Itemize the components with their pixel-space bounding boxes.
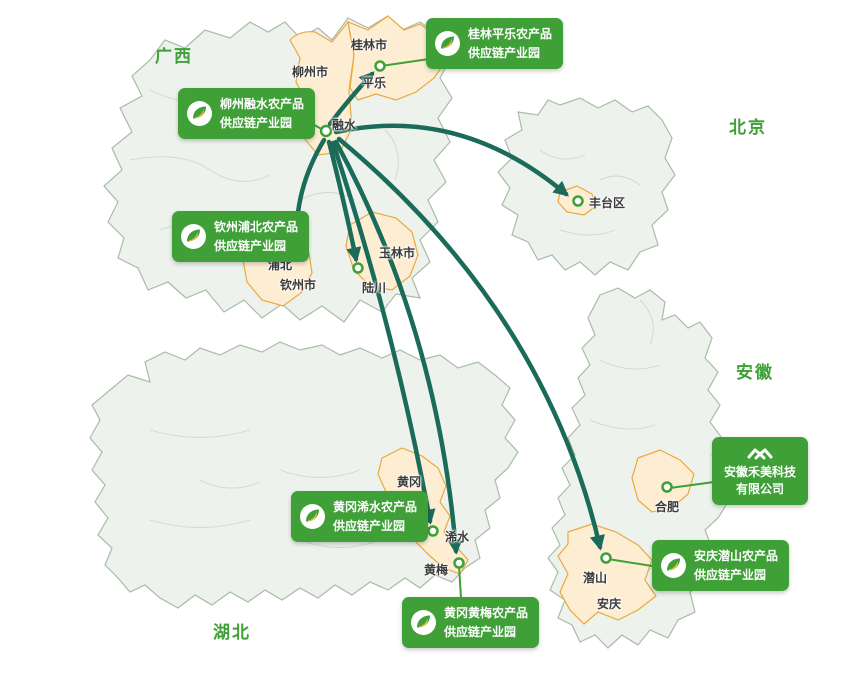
city-label-xishui: 浠水	[445, 530, 470, 544]
city-label-anqing: 安庆	[597, 597, 622, 611]
badge-line1: 柳州融水农产品	[220, 97, 305, 111]
city-label-pingle: 平乐	[362, 76, 387, 90]
route-arrow-rongshui-to-fengtai	[333, 123, 569, 197]
badge-line1: 安庆潜山农产品	[694, 549, 779, 563]
badge-line2: 供应链产业园	[444, 624, 517, 639]
city-label-guilin: 桂林市	[351, 38, 388, 52]
marker-qianshan	[600, 552, 612, 564]
city-label-hefei: 合肥	[655, 500, 680, 514]
region-hefei-highlight	[631, 449, 695, 513]
city-label-qianshan: 潜山	[583, 571, 608, 585]
beijing-district-lines	[539, 149, 641, 236]
badge-line2: 供应链产业园	[333, 518, 406, 533]
province-label-beijing: 北京	[729, 118, 767, 138]
badge-liuzhou-rongshui-park: 柳州融水农产品 供应链产业园	[178, 88, 316, 140]
badge-qinzhou-pubei-park: 钦州浦北农产品 供应链产业园	[172, 211, 310, 263]
badge-line1: 钦州浦北农产品	[214, 220, 299, 234]
marker-rongshui	[319, 124, 333, 138]
connector-huangmei	[458, 565, 462, 599]
city-label-qinzhou: 钦州市	[280, 278, 317, 292]
leaf-logo-icon	[187, 101, 212, 127]
badge-line2: 有限公司	[736, 481, 785, 496]
route-arrows	[288, 71, 605, 555]
marker-xishui	[427, 525, 439, 537]
badge-anhui-hemei-company: 安徽禾美科技 有限公司	[712, 437, 809, 505]
city-label-yulin: 玉林市	[379, 246, 416, 260]
province-beijing-shape	[497, 97, 676, 276]
badge-line1: 桂林平乐农产品	[468, 27, 553, 41]
marker-pingle	[374, 60, 386, 72]
badge-line1: 黄冈黄梅农产品	[444, 606, 529, 620]
province-label-anhui: 安徽	[736, 363, 774, 383]
city-label-liuzhou: 柳州市	[292, 65, 329, 79]
badge-anqing-qianshan-park: 安庆潜山农产品 供应链产业园	[652, 540, 790, 592]
handshake-icon	[747, 448, 773, 460]
route-arrow-rongshui-to-pingle	[327, 71, 375, 127]
leaf-logo-icon	[435, 31, 460, 57]
leaf-logo-icon	[181, 224, 206, 250]
city-label-luchuan: 陆川	[362, 281, 387, 295]
province-label-guangxi: 广西	[155, 47, 193, 67]
region-anqing-highlight	[557, 523, 657, 625]
badge-line2: 供应链产业园	[468, 45, 541, 60]
marker-fengtai	[572, 195, 584, 207]
leaf-logo-icon	[300, 504, 325, 530]
badge-line2: 供应链产业园	[220, 115, 293, 130]
badge-line2: 供应链产业园	[214, 238, 287, 253]
badge-line2: 供应链产业园	[694, 567, 767, 582]
city-label-fengtai: 丰台区	[589, 196, 626, 210]
badge-huanggang-huangmei-park: 黄冈黄梅农产品 供应链产业园	[402, 597, 540, 649]
route-arrow-rongshui-to-huangmei	[333, 139, 463, 555]
leaf-logo-icon	[411, 610, 436, 636]
connector-qianshan	[607, 558, 653, 567]
route-arrow-rongshui-to-xishui	[330, 140, 436, 525]
connector-hefei	[669, 481, 715, 489]
hubei-district-lines	[149, 429, 381, 548]
route-arrow-rongshui-to-luchuan	[326, 139, 362, 263]
city-label-huanggang: 黄冈	[397, 475, 422, 489]
badge-line1: 安徽禾美科技	[724, 465, 797, 479]
marker-luchuan	[352, 262, 364, 274]
route-arrow-rongshui-to-qianshan	[336, 136, 605, 551]
city-label-rongshui: 融水	[332, 118, 357, 132]
badge-guilin-pingle-park: 桂林平乐农产品 供应链产业园	[426, 18, 564, 70]
badge-line1: 黄冈浠水农产品	[333, 500, 418, 514]
leaf-logo-icon	[661, 553, 686, 579]
marker-huangmei	[453, 557, 465, 569]
province-label-hubei: 湖北	[213, 623, 251, 643]
badge-huanggang-xishui-park: 黄冈浠水农产品 供应链产业园	[291, 491, 429, 543]
marker-hefei	[661, 481, 673, 493]
province-hubei-shape	[89, 341, 519, 609]
city-label-huangmei: 黄梅	[424, 563, 449, 577]
